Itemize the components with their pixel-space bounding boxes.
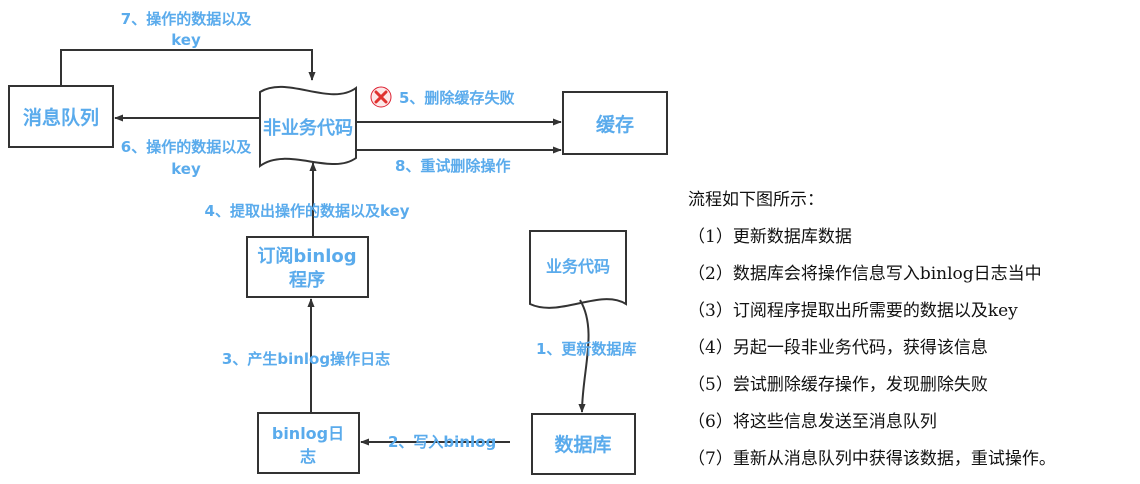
node-business-code-label: 业务代码: [546, 257, 610, 276]
edge-4-label: 4、提取出操作的数据以及key: [205, 202, 410, 220]
node-business-code: 业务代码: [529, 230, 627, 309]
node-cache-label: 缓存: [596, 113, 634, 136]
diagram-canvas: 消息队列 非业务代码 缓存 订阅binlog 程序 业务代码 binlog日 志…: [8, 10, 668, 475]
node-binlog-subscriber-label-2: 程序: [289, 269, 325, 291]
node-message-queue-label: 消息队列: [23, 106, 99, 129]
node-database-label: 数据库: [554, 433, 611, 456]
edge-7-label-2: key: [171, 31, 201, 49]
step-item: （6）将这些信息发送至消息队列: [688, 412, 937, 432]
node-non-business-code: 非业务代码: [259, 85, 357, 168]
edge-7-label-1: 7、操作的数据以及: [121, 10, 252, 28]
step-item: （1）更新数据库数据: [688, 227, 852, 247]
node-binlog-log-label-2: 志: [300, 447, 316, 466]
edge-3-label: 3、产生binlog操作日志: [222, 350, 390, 368]
step-item: （7）重新从消息队列中获得该数据，重试操作。: [688, 449, 1056, 469]
node-binlog-log: binlog日 志: [257, 412, 360, 474]
edge-1-biz-to-db: [578, 299, 590, 413]
node-binlog-subscriber: 订阅binlog 程序: [246, 236, 369, 298]
edge-6-label-2: key: [171, 160, 201, 178]
step-item: （5）尝试删除缓存操作，发现删除失败: [688, 375, 988, 395]
node-message-queue: 消息队列: [8, 85, 114, 148]
step-item: （4）另起一段非业务代码，获得该信息: [688, 338, 988, 358]
steps-title: 流程如下图所示：: [688, 190, 824, 210]
step-item: （3）订阅程序提取出所需要的数据以及key: [688, 301, 1018, 321]
edge-7-queue-to-nonbiz: [60, 49, 316, 86]
node-binlog-subscriber-label-1: 订阅binlog: [257, 245, 356, 267]
edge-2-label: 2、写入binlog: [388, 433, 496, 451]
node-database: 数据库: [531, 413, 636, 475]
fail-x-icon: [370, 86, 392, 108]
edge-6-label-1: 6、操作的数据以及: [121, 138, 252, 156]
step-item: （2）数据库会将操作信息写入binlog日志当中: [688, 264, 1042, 284]
edge-5-label: 5、删除缓存失败: [399, 89, 514, 107]
edge-8-label: 8、重试删除操作: [395, 157, 510, 175]
node-binlog-log-label-1: binlog日: [272, 424, 344, 443]
process-steps: 流程如下图所示： （1）更新数据库数据 （2）数据库会将操作信息写入binlog…: [688, 188, 1138, 484]
node-cache: 缓存: [562, 91, 668, 155]
node-non-business-code-label: 非业务代码: [263, 117, 353, 139]
edge-1-label: 1、更新数据库: [536, 340, 636, 358]
